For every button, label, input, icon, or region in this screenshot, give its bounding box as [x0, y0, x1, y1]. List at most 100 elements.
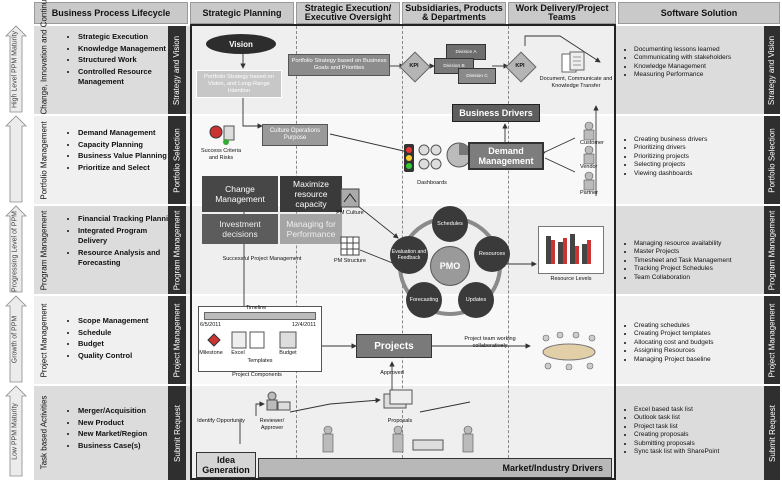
- division-c: Division C: [458, 68, 496, 84]
- kpi-label: KPI: [409, 63, 419, 69]
- list-item: Creating business drivers: [634, 136, 770, 144]
- culture-box: Culture Operations Purpose: [262, 124, 328, 146]
- success-criteria-label: Success Criteria and Risks: [200, 148, 242, 161]
- team-working-label: Project team working collaboratively: [464, 336, 516, 349]
- idea-generation-box: Idea Generation: [196, 452, 256, 478]
- vision-oval: Vision: [206, 34, 276, 54]
- business-drivers-box: Business Drivers: [452, 104, 540, 122]
- kpi-label: KPI: [515, 63, 525, 69]
- dashboards-label: Dashboards: [417, 180, 447, 186]
- templates-label: Templates: [247, 358, 273, 364]
- list-item: Timesheet and Task Management: [634, 257, 770, 265]
- software-project: Creating schedules Creating Project temp…: [624, 322, 770, 364]
- demand-management-box: Demand Management: [468, 142, 544, 170]
- list-item: Measuring Performance: [634, 71, 770, 79]
- list-item: Tracking Project Schedules: [634, 265, 770, 273]
- list-item: Budget: [78, 339, 178, 350]
- list-item: Prioritizing projects: [634, 153, 770, 161]
- list-item: Capacity Planning: [78, 140, 178, 151]
- list-item: Creating schedules: [634, 322, 770, 330]
- list-item: Master Projects: [634, 248, 770, 256]
- resources-circle: Resources: [474, 236, 510, 272]
- pm-structure-icon: [340, 236, 360, 256]
- bullets-portfolio: Demand Management Capacity Planning Busi…: [64, 128, 178, 174]
- list-item: Knowledge Management: [78, 44, 178, 55]
- vendor-label: Vendor: [580, 164, 598, 170]
- list-item: Prioritizing drivers: [634, 144, 770, 152]
- list-item: Schedule: [78, 328, 178, 339]
- forecasting-circle: Forecasting: [406, 282, 442, 318]
- stage-strategy: Strategy and Vision: [168, 26, 186, 114]
- stage-project: Project Management: [168, 296, 186, 384]
- timeline-label: Timeline: [245, 305, 267, 311]
- market-drivers-bar: Market/Industry Drivers: [258, 458, 612, 478]
- column-divider: [296, 26, 297, 478]
- risk-icon: [209, 125, 235, 145]
- identify-opportunity-label: Identify Opportunity: [197, 418, 245, 424]
- list-item: Sync task list with SharePoint: [634, 448, 770, 456]
- list-item: Controlled Resource Management: [78, 67, 178, 88]
- stage-portfolio: Portfolio Selection: [168, 116, 186, 204]
- list-item: Managing Project baseline: [634, 356, 770, 364]
- excel-label: Excel: [231, 350, 245, 356]
- pm-structure-label: PM Structure: [333, 258, 367, 264]
- software-request: Excel based task list Outlook task list …: [624, 406, 770, 456]
- list-item: Viewing dashboards: [634, 170, 770, 178]
- list-item: Demand Management: [78, 128, 178, 139]
- list-item: Selecting projects: [634, 161, 770, 169]
- updates-circle: Updates: [458, 282, 494, 318]
- header-strategic-planning: Strategic Planning: [190, 2, 294, 24]
- list-item: Integrated Program Delivery: [78, 226, 178, 247]
- proposals-label: Proposals: [387, 418, 413, 424]
- pm-culture-icon: [340, 188, 360, 208]
- header-subsidiaries: Subsidiaries, Products & Departments: [402, 2, 506, 24]
- timeline-bar: [204, 312, 316, 320]
- list-item: Outlook task list: [634, 414, 770, 422]
- schedules-circle: Schedules: [432, 206, 468, 242]
- reviewer-icon: [266, 391, 291, 411]
- list-item: Team Collaboration: [634, 274, 770, 282]
- list-item: Prioritize and Select: [78, 163, 178, 174]
- list-item: Managing resource availability: [634, 240, 770, 248]
- list-item: Project task list: [634, 423, 770, 431]
- list-item: Merger/Acquisition: [78, 406, 178, 417]
- traffic-light-icon: [404, 144, 442, 172]
- bullets-project: Scope Management Schedule Budget Quality…: [64, 316, 178, 362]
- resource-bars: [546, 234, 591, 264]
- software-strategy: Documenting lessons learned Communicatin…: [624, 46, 770, 80]
- projects-box: Projects: [356, 334, 432, 358]
- date-end: 12/4/2011: [291, 322, 316, 328]
- change-management-box: Change Management: [202, 176, 278, 212]
- list-item: Assigning Resources: [634, 347, 770, 355]
- stage-request: Submit Request: [168, 386, 186, 480]
- approved-label: Approved: [380, 370, 404, 376]
- contributors-icons: [322, 425, 474, 453]
- list-item: Strategic Execution: [78, 32, 178, 43]
- stakeholder-icons: [583, 121, 595, 191]
- team-meeting-icon: [542, 331, 596, 370]
- doc-comm-label: Document, Communicate and Knowledge Tran…: [539, 76, 613, 89]
- document-icon: [561, 51, 585, 73]
- maturity-arrows: [5, 25, 27, 477]
- header-work-delivery: Work Delivery/Project Teams: [508, 2, 616, 24]
- list-item: Excel based task list: [634, 406, 770, 414]
- stage-program: Program Management: [168, 206, 186, 294]
- budget-label: Budget: [279, 350, 297, 356]
- date-start: 6/5/2011: [200, 322, 222, 328]
- header-software: Software Solution: [618, 2, 780, 24]
- partner-label: Partner: [580, 190, 599, 196]
- bullets-task: Merger/Acquisition New Product New Marke…: [64, 406, 178, 452]
- portfolio-strategy-box: Portfolio Strategy based on Vision, and …: [196, 70, 282, 98]
- managing-performance-box: Managing for Performance: [280, 214, 342, 244]
- milestone-label: Milestone: [199, 350, 223, 356]
- right-label-portfolio: Portfolio Selection: [764, 116, 780, 204]
- list-item: Submitting proposals: [634, 440, 770, 448]
- list-item: Business Case(s): [78, 441, 178, 452]
- list-item: Creating proposals: [634, 431, 770, 439]
- evaluation-circle: Evaluation and Feedback: [390, 236, 428, 274]
- header-lifecycle: Business Process Lifecycle: [34, 2, 188, 24]
- portfolio-goals-box: Portfolio Strategy based on Business Goa…: [288, 54, 390, 76]
- list-item: Resource Analysis and Forecasting: [78, 248, 178, 269]
- right-label-project: Project Management: [764, 296, 780, 384]
- maximize-capacity-box: Maximize resource capacity: [280, 176, 342, 212]
